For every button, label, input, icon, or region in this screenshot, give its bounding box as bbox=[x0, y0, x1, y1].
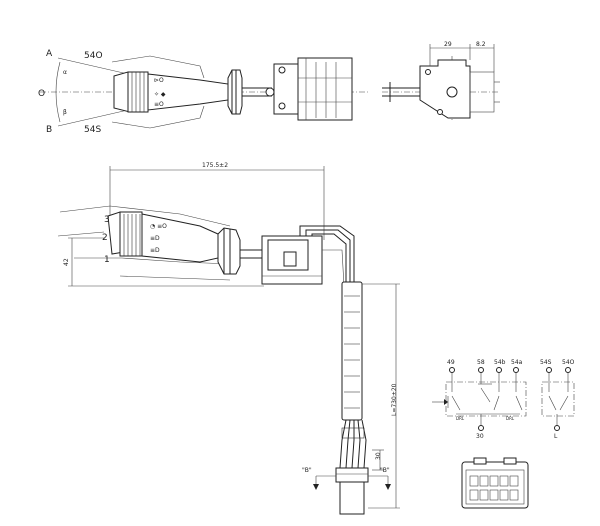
dim-offset: 8.2 bbox=[476, 41, 486, 48]
wiring-schematic: 49 58 54b 54a 54S 54O 30 L bbox=[432, 359, 575, 440]
plug-end-view: 29 8.2 bbox=[382, 41, 500, 122]
cable-harness: 30 L=730±20 "B" "B" bbox=[302, 281, 400, 515]
svg-text:◔ ≡O: ◔ ≡O bbox=[150, 223, 167, 230]
position-3: 3 bbox=[104, 215, 110, 225]
svg-text:≡D: ≡D bbox=[150, 247, 160, 254]
connector-face-view bbox=[461, 457, 529, 509]
label-a: A bbox=[46, 49, 53, 59]
side-view: 175.5±2 42 ◔ ≡O ≡D ≡D bbox=[57, 162, 355, 287]
terminal-l: L bbox=[554, 433, 558, 440]
angle-down-label: 54S bbox=[84, 125, 101, 135]
dim-tail: 30 bbox=[375, 452, 382, 460]
svg-text:≡D: ≡D bbox=[150, 235, 160, 242]
svg-text:DRL: DRL bbox=[506, 416, 515, 421]
svg-text:β: β bbox=[63, 109, 67, 116]
view-mark-left: "B" bbox=[302, 467, 312, 474]
dim-length: 175.5±2 bbox=[202, 162, 228, 169]
terminal-30: 30 bbox=[476, 433, 484, 440]
position-1: 1 bbox=[104, 255, 110, 265]
svg-text:✧ ◆: ✧ ◆ bbox=[154, 91, 166, 98]
angle-up-label: 54O bbox=[84, 51, 103, 61]
dim-height: 42 bbox=[63, 258, 70, 266]
top-view: ⊳O ✧ ◆ ≡O A B O 54O 54S α β bbox=[38, 49, 370, 135]
label-b: B bbox=[46, 125, 52, 135]
terminal-54a: 54a bbox=[511, 359, 523, 366]
dim-width: 29 bbox=[444, 41, 452, 48]
terminal-58: 58 bbox=[477, 359, 485, 366]
terminal-54o: 54O bbox=[562, 359, 575, 366]
terminal-54s: 54S bbox=[540, 359, 552, 366]
svg-text:⊳O: ⊳O bbox=[154, 77, 164, 84]
view-mark-right: "B" bbox=[380, 467, 390, 474]
terminal-49: 49 bbox=[447, 359, 455, 366]
label-o: O bbox=[38, 89, 45, 99]
svg-text:α: α bbox=[63, 69, 67, 76]
dim-cable-length: L=730±20 bbox=[391, 383, 398, 416]
terminal-54b: 54b bbox=[494, 359, 506, 366]
svg-text:DRL: DRL bbox=[456, 416, 465, 421]
position-2: 2 bbox=[102, 233, 108, 243]
svg-text:≡O: ≡O bbox=[154, 101, 164, 108]
